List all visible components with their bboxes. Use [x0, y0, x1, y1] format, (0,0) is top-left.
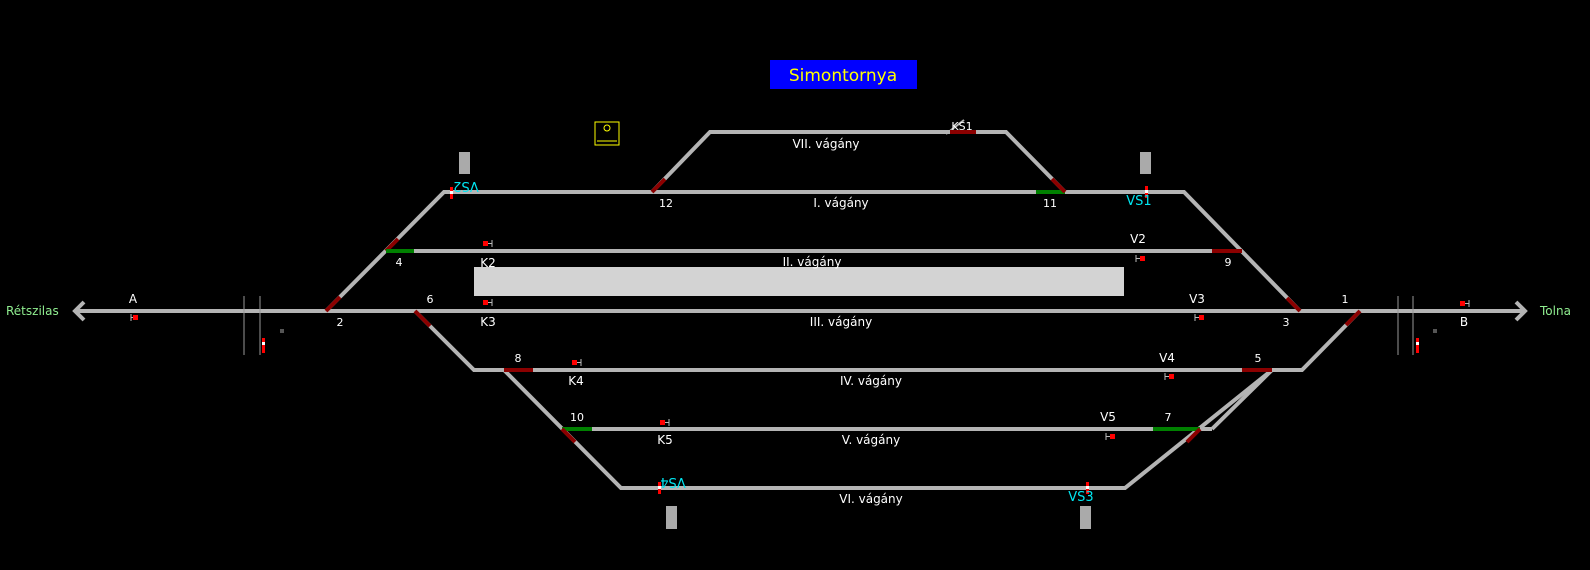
- switch-10-label[interactable]: 10: [570, 411, 584, 424]
- crossing-box-vs1[interactable]: [1140, 152, 1151, 174]
- station-building-icon[interactable]: [594, 121, 620, 146]
- signal-v2-label: V2: [1130, 232, 1146, 246]
- barrier-icons: [262, 186, 1437, 494]
- switch-4-label[interactable]: 4: [396, 256, 403, 269]
- switch-5-label[interactable]: 5: [1255, 352, 1262, 365]
- switch-9-label[interactable]: 9: [1225, 256, 1232, 269]
- signal-v3-label: V3: [1189, 292, 1205, 306]
- crossing-box-vs3[interactable]: [1080, 506, 1091, 529]
- arrow-right-icon: [1514, 300, 1528, 322]
- switch-7-label[interactable]: 7: [1165, 411, 1172, 424]
- crossing-box-vs2[interactable]: [459, 152, 470, 174]
- switch-11-label[interactable]: 11: [1043, 197, 1057, 210]
- signal-k3: [483, 299, 493, 306]
- track-3-label: III. vágány: [810, 315, 872, 329]
- crossing-ks1-gate: [945, 119, 965, 135]
- track-4-label: IV. vágány: [840, 374, 902, 388]
- crossing-vs2-label: VS2: [453, 178, 478, 193]
- crossing-vs3-label: VS3: [1068, 490, 1093, 505]
- track-5-label: V. vágány: [842, 433, 900, 447]
- signal-v5-label: V5: [1100, 410, 1116, 424]
- signal-k2: [483, 240, 493, 247]
- switch-2-label[interactable]: 2: [337, 316, 344, 329]
- station-title: Simontornya: [789, 66, 897, 86]
- signal-a: [130, 314, 138, 321]
- signal-v5: [1105, 433, 1115, 440]
- switch-12-label[interactable]: 12: [659, 197, 673, 210]
- track-7-label: VII. vágány: [792, 137, 859, 151]
- station-title-box: [770, 60, 917, 89]
- signal-v4: [1164, 373, 1174, 380]
- signal-k4-label: K4: [568, 374, 584, 388]
- signal-k2-label: K2: [480, 256, 496, 270]
- signal-b: [1460, 300, 1470, 307]
- switch-indicators: [324, 130, 1362, 444]
- signal-k4: [572, 359, 582, 366]
- track-7[interactable]: [650, 130, 1067, 194]
- switch-3-label[interactable]: 3: [1283, 316, 1290, 329]
- switch-8-label[interactable]: 8: [515, 352, 522, 365]
- switch-6-label[interactable]: 6: [427, 293, 434, 306]
- signal-b-label: B: [1460, 315, 1468, 329]
- crossing-ks1-label: KS1: [951, 120, 972, 133]
- track-1-label: I. vágány: [813, 196, 868, 210]
- crossing-vs4-label: VS4: [660, 474, 685, 489]
- switch-1-label[interactable]: 1: [1342, 293, 1349, 306]
- track-layout: [72, 119, 1528, 490]
- signal-v2: [1135, 255, 1145, 262]
- signal-k3-label: K3: [480, 315, 496, 329]
- track-2-label: II. vágány: [783, 255, 842, 269]
- signal-icons[interactable]: [130, 240, 1470, 440]
- track-6-label: VI. vágány: [839, 492, 903, 506]
- direction-left-label: Rétszilas: [6, 304, 59, 318]
- direction-right-label: Tolna: [1539, 304, 1571, 318]
- platform: [474, 267, 1124, 296]
- signal-a-label: A: [129, 292, 138, 306]
- signal-v3: [1194, 314, 1204, 321]
- signal-k5: [660, 419, 670, 426]
- signal-v4-label: V4: [1159, 351, 1175, 365]
- crossing-vs1-label: VS1: [1126, 194, 1151, 209]
- signal-k5-label: K5: [657, 433, 673, 447]
- section-boundaries: [243, 296, 1414, 355]
- track-4[interactable]: [413, 309, 1362, 372]
- arrow-left-icon: [72, 300, 86, 322]
- crossing-box-vs4[interactable]: [666, 506, 677, 529]
